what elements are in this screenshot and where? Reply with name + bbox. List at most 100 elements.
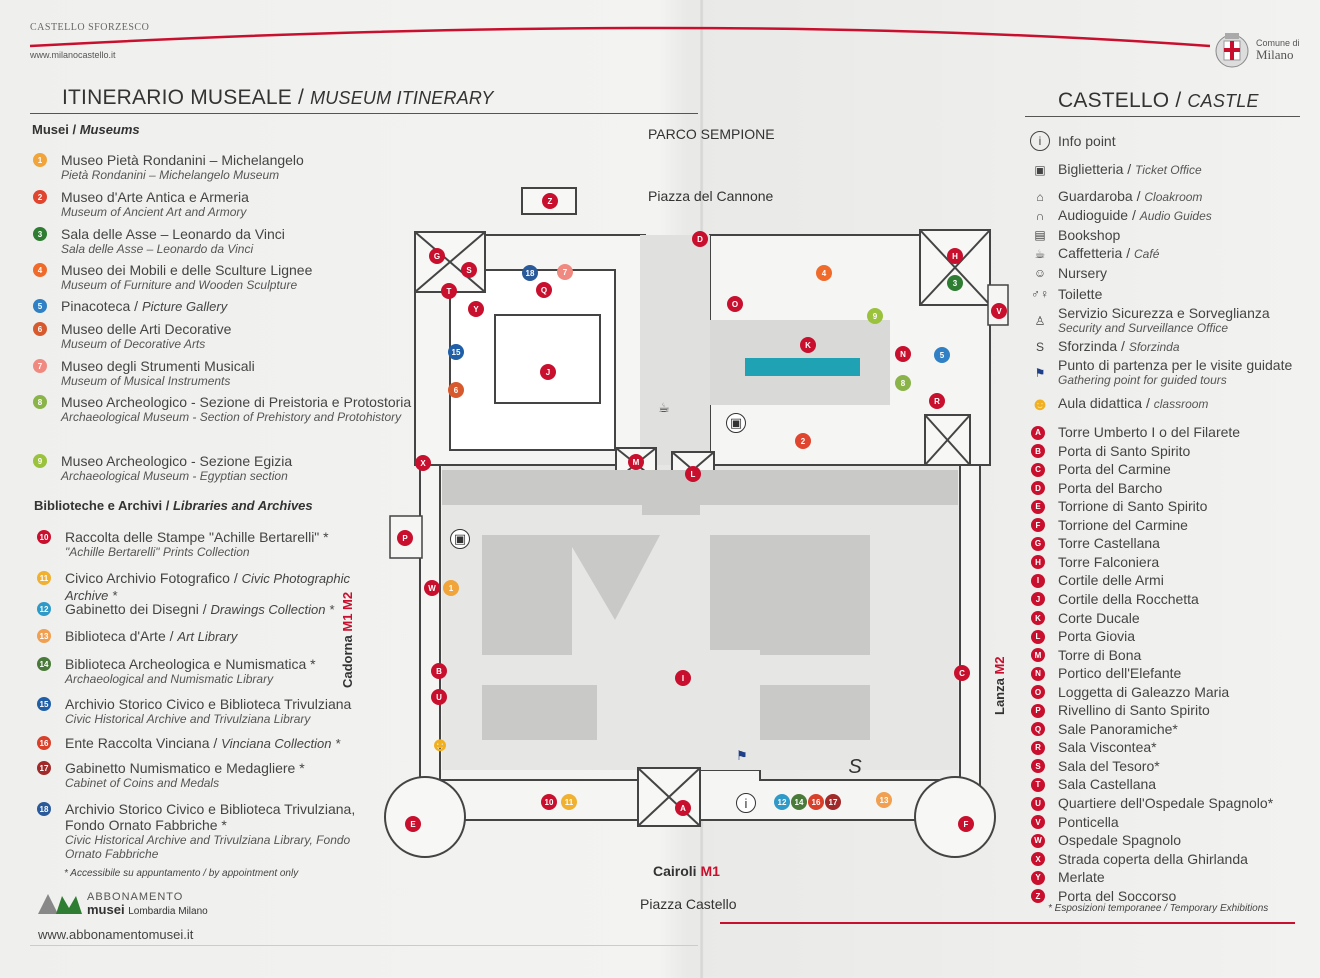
map-marker[interactable]: 13 — [876, 792, 892, 808]
cairoli-text: Cairoli — [653, 863, 697, 879]
museum-name: Museo Archeologico - Sezione di Preistor… — [61, 394, 412, 410]
place-name: Torrione del Carmine — [1058, 516, 1188, 533]
map-marker[interactable]: S — [461, 262, 477, 278]
library-label: Archivio Storico Civico e Biblioteca Tri… — [65, 801, 365, 861]
itinerary-title-it: ITINERARIO MUSEALE — [62, 86, 292, 109]
header-red-line — [29, 26, 1211, 48]
audioguide-icon: ∩ — [1035, 209, 1045, 223]
map-marker[interactable]: 9 — [867, 308, 883, 324]
map-marker[interactable]: 12 — [774, 794, 790, 810]
map-marker[interactable]: 6 — [448, 382, 464, 398]
map-marker[interactable]: B — [431, 663, 447, 679]
place-letter-badge: B — [1031, 444, 1045, 459]
map-marker[interactable]: 1 — [443, 580, 459, 596]
map-marker[interactable]: 14 — [791, 794, 807, 810]
library-label: Archivio Storico Civico e Biblioteca Tri… — [65, 696, 351, 726]
service-name: Biglietteria — [1058, 161, 1124, 177]
map-marker[interactable]: M — [628, 454, 644, 470]
library-name-en: Vinciana Collection * — [221, 736, 341, 751]
map-marker[interactable]: K — [800, 337, 816, 353]
info-icon: i — [736, 793, 756, 813]
museum-name: Museo dei Mobili e delle Sculture Lignee — [61, 262, 313, 278]
library-number-badge: 18 — [37, 802, 51, 816]
ticket-icon: ▣ — [450, 529, 470, 549]
map-marker[interactable]: 7 — [557, 264, 573, 280]
service-name-en: Security and Surveillance Office — [1058, 321, 1229, 335]
map-marker[interactable]: C — [954, 665, 970, 681]
map-marker[interactable]: 3 — [947, 275, 963, 291]
service-name: Punto di partenza per le visite guidate — [1058, 357, 1293, 373]
service-name: Nursery — [1058, 264, 1108, 281]
service-label: Audioguide / Audio Guides — [1058, 207, 1212, 224]
map-marker[interactable]: T — [441, 283, 457, 299]
library-name-en: Civic Photographic Archive * — [65, 571, 351, 603]
map-marker[interactable]: W — [424, 580, 440, 596]
museums-heading-en: Museums — [79, 122, 140, 137]
map-marker[interactable]: G — [429, 248, 445, 264]
map-marker[interactable]: O — [727, 296, 743, 312]
map-marker[interactable]: Z — [542, 193, 558, 209]
museum-name: Sala delle Asse – Leonardo da Vinci — [61, 226, 285, 242]
map-marker[interactable]: Y — [468, 301, 484, 317]
sforzinda-icon: S — [848, 755, 862, 778]
lanza-text: Lanza — [992, 678, 1007, 715]
library-label: Gabinetto dei Disegni / Drawings Collect… — [65, 601, 335, 617]
map-marker[interactable]: I — [675, 670, 691, 686]
castle-title-en: CASTLE — [1187, 91, 1259, 111]
abbonamento-url[interactable]: www.abbonamentomusei.it — [38, 927, 194, 942]
map-marker[interactable]: F — [958, 816, 974, 832]
library-name: Archivio Storico Civico e Biblioteca Tri… — [65, 696, 352, 712]
museum-name: Museo Pietà Rondanini – Michelangelo — [61, 152, 304, 168]
service-item: ☻Aula didattica / classroom — [1030, 394, 1209, 414]
library-name: Civico Archivio Fotografico — [65, 570, 230, 586]
place-letter-badge: D — [1031, 481, 1045, 496]
map-marker[interactable]: E — [405, 816, 421, 832]
place-name: Ponticella — [1058, 813, 1119, 830]
map-marker[interactable]: R — [929, 393, 945, 409]
map-marker[interactable]: P — [397, 530, 413, 546]
map-marker[interactable]: 11 — [561, 794, 577, 810]
map-marker[interactable]: L — [685, 466, 701, 482]
service-name-en: Ticket Office — [1135, 163, 1202, 177]
museum-number-badge: 5 — [33, 299, 47, 313]
map-marker[interactable]: D — [692, 231, 708, 247]
map-marker[interactable]: U — [431, 689, 447, 705]
museum-name-en: Archaeological Museum - Section of Prehi… — [61, 410, 402, 424]
map-marker[interactable]: N — [895, 346, 911, 362]
place-letter-badge: K — [1031, 611, 1045, 625]
map-marker[interactable]: H — [947, 248, 963, 264]
map-marker[interactable]: 10 — [541, 794, 557, 810]
map-marker[interactable]: 2 — [795, 433, 811, 449]
museum-name: Museo Archeologico - Sezione Egizia — [61, 453, 293, 469]
service-name: Toilette — [1058, 285, 1103, 302]
map-marker[interactable]: J — [540, 364, 556, 380]
map-marker[interactable]: 17 — [825, 794, 841, 810]
map-marker[interactable]: 18 — [522, 265, 538, 281]
map-marker[interactable]: 4 — [816, 265, 832, 281]
museum-label: Museo dei Mobili e delle Sculture Lignee… — [61, 262, 312, 292]
map-marker[interactable]: A — [675, 800, 691, 816]
map-marker[interactable]: 8 — [895, 375, 911, 391]
map-marker[interactable]: Q — [536, 282, 552, 298]
museum-number-badge: 4 — [33, 263, 47, 277]
museum-name: Museo delle Arti Decorative — [61, 321, 232, 337]
map-marker[interactable]: 5 — [934, 347, 950, 363]
museum-number-badge: 6 — [33, 322, 47, 336]
map-marker[interactable]: 16 — [808, 794, 824, 810]
map-marker[interactable]: X — [415, 455, 431, 471]
map-marker[interactable]: V — [991, 303, 1007, 319]
map-marker[interactable]: 15 — [448, 344, 464, 360]
toilet-icon: ♂♀ — [1031, 287, 1049, 301]
brand-url: www.milanocastello.it — [30, 50, 116, 60]
